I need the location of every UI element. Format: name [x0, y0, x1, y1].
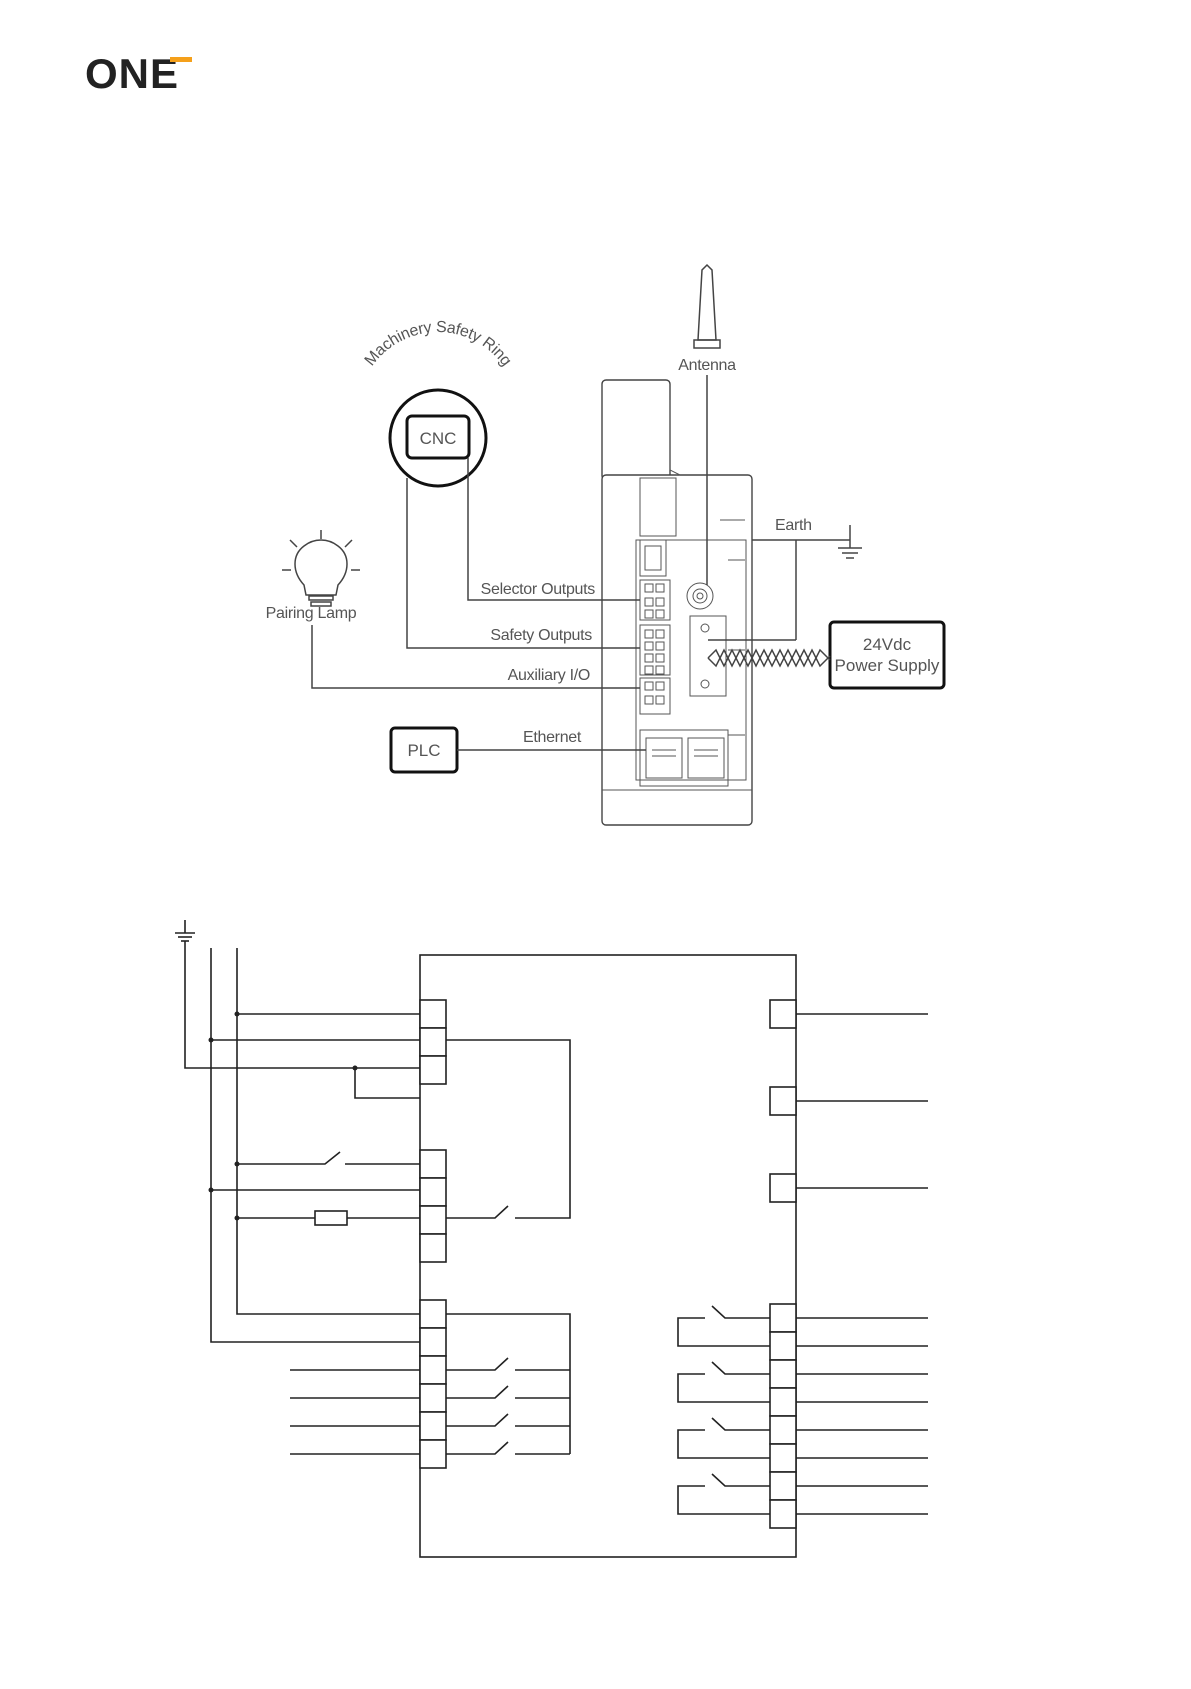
terminal-block-left-3 [420, 1300, 446, 1468]
auxiliary-io-label: Auxiliary I/O [508, 667, 590, 684]
terminal-block-left-1 [420, 1000, 446, 1084]
module-outline [420, 955, 796, 1557]
power-supply-line2: Power Supply [835, 656, 940, 675]
internal-switch [446, 1206, 508, 1218]
earth-label: Earth [775, 517, 812, 534]
power-supply-line1: 24Vdc [863, 635, 912, 654]
cnc-label: CNC [420, 429, 457, 448]
ground-icon [175, 920, 195, 941]
controller-device [602, 380, 752, 825]
safety-outputs-label: Safety Outputs [490, 627, 592, 644]
safety-ring: Machinery Safety Ring CNC [362, 319, 515, 486]
device-wiring-diagram: Antenna Machinery Safety Ring CNC Pair [266, 265, 944, 825]
power-supply-box [830, 622, 944, 688]
terminal-block-right-1 [770, 1000, 796, 1202]
terminal-block-left-2 [420, 1150, 446, 1262]
logo-text: ONE [85, 50, 179, 97]
plc-label: PLC [407, 741, 440, 760]
safety-ring-label: Machinery Safety Ring [362, 319, 515, 369]
switch-contact [237, 1152, 340, 1164]
electrical-schematic [175, 920, 928, 1557]
lightbulb-icon [282, 530, 360, 606]
brand-logo: ONE [85, 50, 192, 97]
logo-accent-bar [170, 57, 192, 62]
terminal-block-right-2 [770, 1304, 796, 1528]
resistor [315, 1211, 347, 1225]
antenna-label: Antenna [678, 357, 736, 374]
ethernet-label: Ethernet [523, 729, 582, 746]
pairing-lamp-label: Pairing Lamp [266, 605, 357, 622]
selector-outputs-label: Selector Outputs [481, 581, 596, 598]
